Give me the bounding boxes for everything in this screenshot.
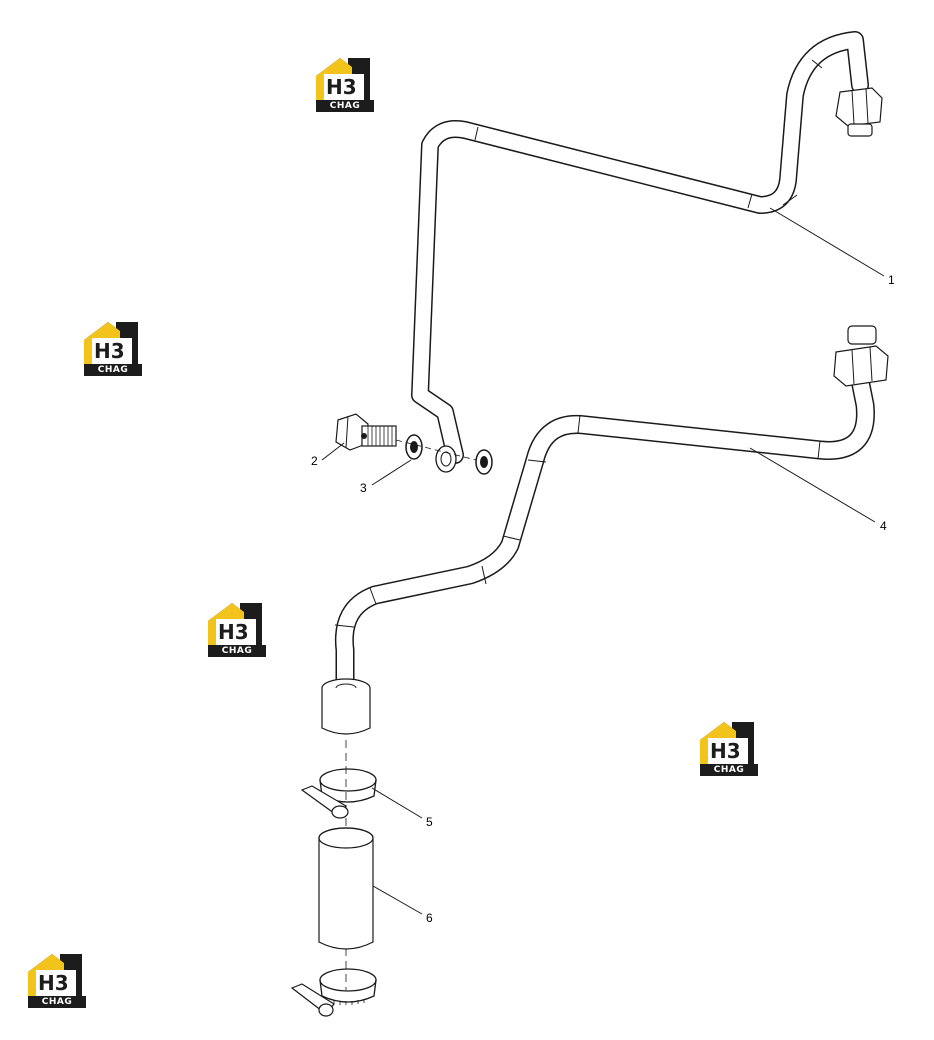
logo-mark: H3 (94, 339, 125, 363)
leader-line-2 (321, 442, 345, 461)
logo-text: CHAG (208, 645, 266, 657)
banjo-bolt (335, 413, 397, 451)
sealing-washer (475, 449, 493, 475)
watermark-logo: H3 CHAG (696, 720, 758, 778)
logo-mark: H3 (38, 971, 69, 995)
hose-clamp-lower (290, 968, 377, 1017)
callout-6: 6 (426, 911, 433, 925)
house-logo-icon (28, 954, 82, 996)
house-logo-icon (700, 722, 754, 764)
callout-1: 1 (888, 273, 895, 287)
logo-text: CHAG (28, 996, 86, 1008)
logo-text: CHAG (316, 100, 374, 112)
watermark-logo: H3 CHAG (80, 320, 142, 378)
logo-mark: H3 (218, 620, 249, 644)
leader-line-4 (749, 447, 876, 523)
house-logo-icon (316, 58, 370, 100)
fuel-tube-4 (334, 370, 875, 700)
banjo-eye (435, 445, 457, 473)
logo-mark: H3 (710, 739, 741, 763)
sealing-washer (405, 434, 423, 460)
leader-line-1 (769, 207, 885, 277)
fuel-tube-1 (411, 31, 869, 464)
leader-line-6 (372, 885, 423, 915)
logo-text: CHAG (84, 364, 142, 376)
logo-mark: H3 (326, 75, 357, 99)
logo-text: CHAG (700, 764, 758, 776)
hose-connector (321, 678, 371, 735)
tube-4-end-nut (833, 325, 889, 387)
leader-line-5 (371, 787, 423, 819)
callout-4: 4 (880, 519, 887, 533)
tube-1-end-nut (835, 87, 883, 137)
callout-2: 2 (311, 454, 318, 468)
watermark-logo: H3 CHAG (204, 601, 266, 659)
watermark-logo: H3 CHAG (24, 952, 86, 1010)
leader-line-3 (371, 459, 412, 486)
house-logo-icon (84, 322, 138, 364)
callout-3: 3 (360, 481, 367, 495)
callout-5: 5 (426, 815, 433, 829)
house-logo-icon (208, 603, 262, 645)
hose-clamp (300, 768, 377, 819)
hose-sleeve (318, 827, 374, 950)
watermark-logo: H3 CHAG (312, 56, 374, 114)
